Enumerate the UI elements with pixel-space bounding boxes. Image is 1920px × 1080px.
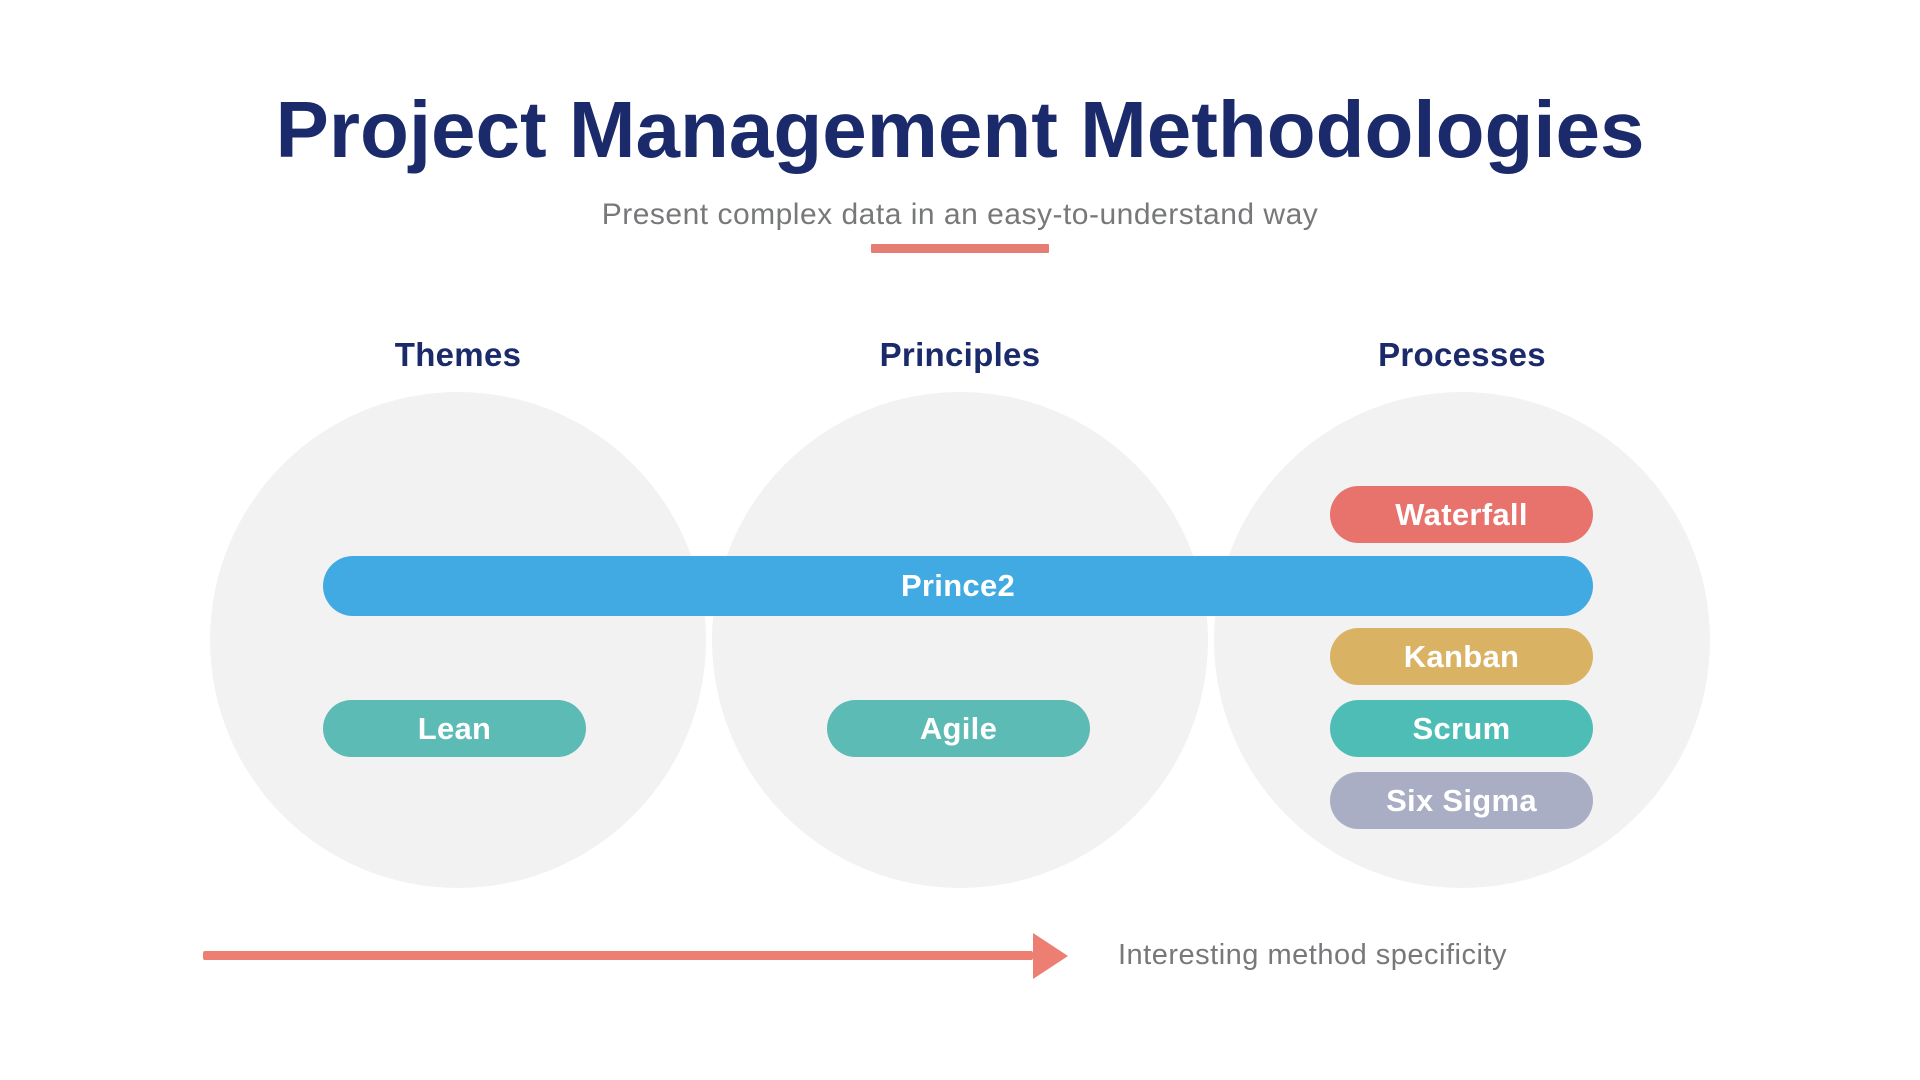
circle-themes [210,392,706,888]
column-heading-principles: Principles [879,336,1041,373]
column-heading-processes: Processes [1378,336,1546,373]
circle-principles [712,392,1208,888]
pill-kanban: Kanban [1330,628,1593,685]
pill-waterfall: Waterfall [1330,486,1593,543]
pill-lean: Lean [323,700,586,757]
column-heading-themes: Themes [394,336,522,373]
specificity-arrow-head-icon [1033,933,1068,979]
page-subtitle: Present complex data in an easy-to-under… [601,198,1319,231]
pill-six-sigma: Six Sigma [1330,772,1593,829]
pill-agile: Agile [827,700,1090,757]
page-title: Project Management Methodologies [275,85,1645,174]
specificity-caption: Interesting method specificity [1118,939,1507,971]
specificity-arrow-line [203,951,1033,960]
title-underline [871,244,1049,253]
pill-prince2-spanning-bar: Prince2 [323,556,1593,616]
pill-scrum: Scrum [1330,700,1593,757]
